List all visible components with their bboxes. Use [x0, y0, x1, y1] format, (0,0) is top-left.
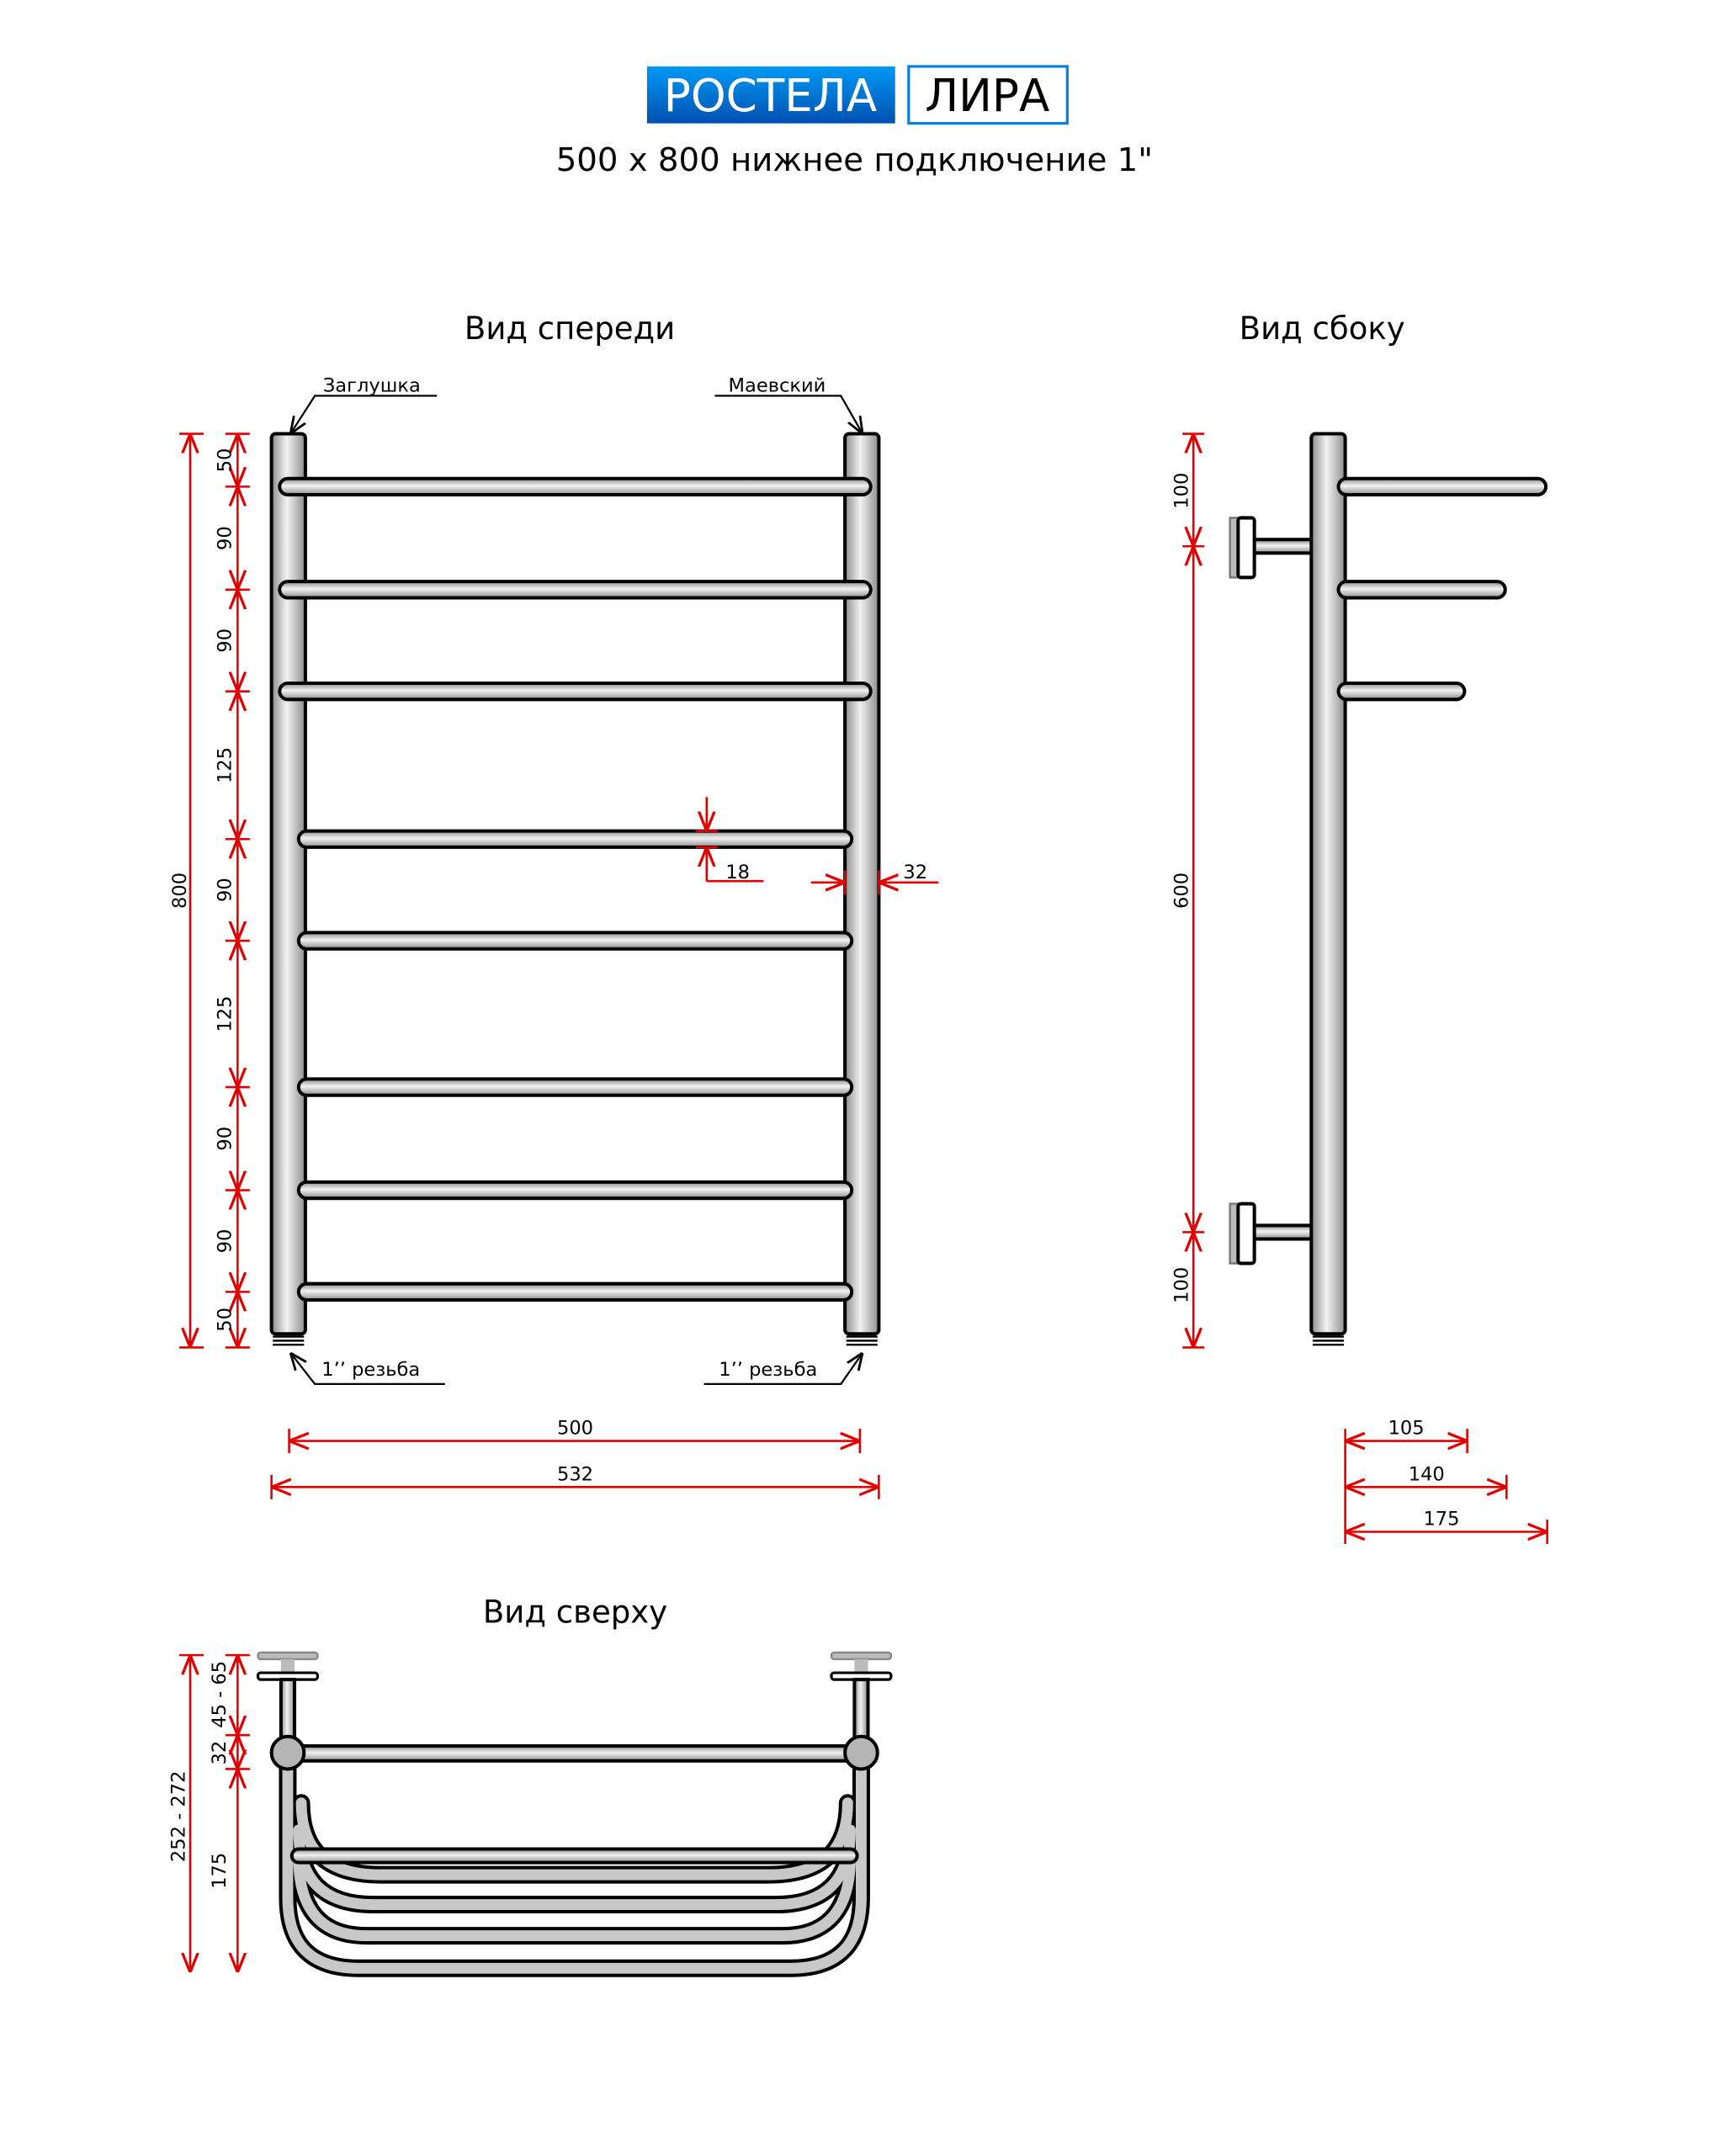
front-view-title: Вид спереди: [465, 310, 675, 347]
plug-label: Заглушка: [323, 375, 421, 397]
top-dim-total: 252 - 272: [168, 1771, 190, 1863]
dim-bar-diameter: 18: [725, 862, 750, 883]
top-dimensions: [179, 1653, 250, 1973]
dim-total-width: 532: [557, 1463, 593, 1485]
mayevsky-label: Маевский: [729, 375, 826, 397]
brand-name: РОСТЕЛА: [664, 70, 877, 122]
dim-axis-width: 500: [557, 1418, 593, 1440]
model-name: ЛИРА: [925, 70, 1049, 122]
dim-segment-label: 90: [214, 878, 236, 902]
dim-segment-label: 90: [214, 629, 236, 653]
dim-segment-label: 125: [214, 747, 236, 783]
thread-label-right: 1’’ резьба: [719, 1359, 817, 1381]
side-dim-top: 100: [1171, 473, 1193, 509]
side-depth-1: 105: [1388, 1418, 1425, 1440]
side-dimensions: [1182, 432, 1548, 1545]
dim-segment-label: 50: [214, 448, 236, 473]
side-depth-3: 175: [1423, 1508, 1459, 1530]
top-dim-wall-gap: 45 - 65: [209, 1661, 231, 1728]
dim-segment-label: 50: [214, 1308, 236, 1332]
front-view: [269, 432, 881, 1346]
top-view-title: Вид сверху: [483, 1594, 667, 1630]
side-dim-middle: 600: [1171, 873, 1193, 909]
side-dim-bottom: 100: [1171, 1267, 1193, 1303]
top-view: [256, 1651, 893, 1977]
subtitle: 500 x 800 нижнее подключение 1": [556, 141, 1153, 179]
brand-logo: РОСТЕЛА ЛИРА: [646, 65, 1069, 125]
dim-segment-label: 90: [214, 1229, 236, 1254]
front-dimensions: [179, 432, 939, 1499]
dim-segment-label: 125: [214, 996, 236, 1032]
side-depth-2: 140: [1409, 1463, 1445, 1485]
top-dim-post: 32: [209, 1741, 231, 1765]
dim-total-height: 800: [169, 873, 191, 909]
dim-segment-label: 90: [214, 1127, 236, 1151]
thread-label-left: 1’’ резьба: [321, 1359, 420, 1381]
side-view: [1229, 432, 1548, 1346]
dim-post-diameter: 32: [903, 862, 927, 883]
side-view-title: Вид сбоку: [1240, 310, 1405, 347]
dim-segment-label: 90: [214, 526, 236, 550]
top-dim-shelf: 175: [209, 1853, 231, 1889]
